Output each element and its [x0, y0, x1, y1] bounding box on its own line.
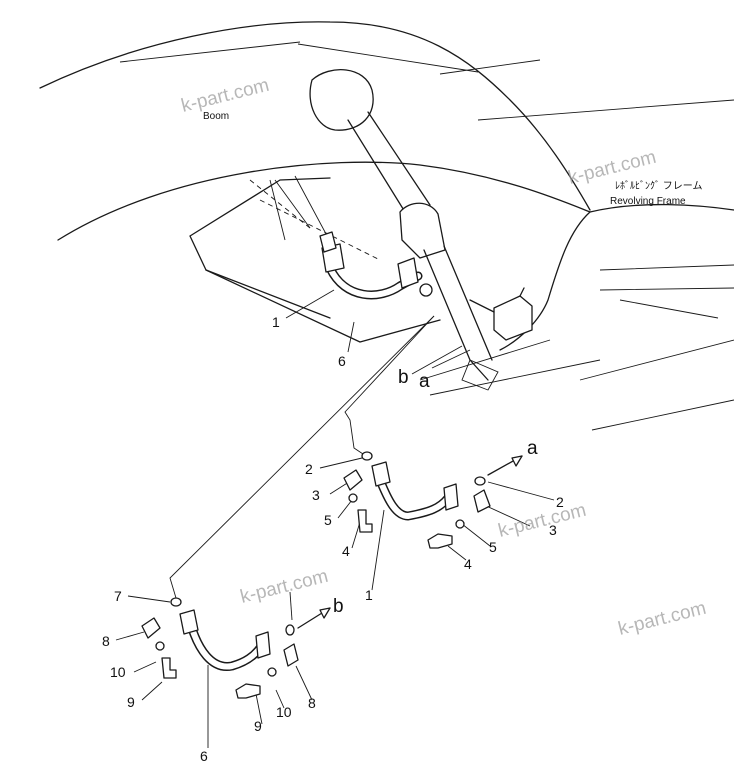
revolving-frame-outline — [57, 161, 734, 431]
o-ring-2-left — [361, 451, 373, 461]
arrow-a-head — [511, 455, 523, 467]
watermark: k-part.com — [496, 500, 588, 542]
o-ring-bottom — [285, 624, 295, 636]
letter-a-bottom: a — [527, 438, 538, 459]
callout-9: 9 — [127, 694, 135, 710]
callout-3: 3 — [312, 487, 320, 503]
callout-4: 4 — [464, 556, 472, 572]
letter-a-top: a — [419, 371, 430, 392]
bolt-9-left — [161, 657, 177, 679]
hose-1-exploded — [371, 461, 459, 521]
split-flange-8-left — [141, 617, 161, 639]
split-flange-3-right — [473, 489, 491, 513]
callout-8: 8 — [308, 695, 316, 711]
callout-6: 6 — [338, 353, 346, 369]
callout-5: 5 — [324, 512, 332, 528]
bolt-9-bottom — [235, 683, 261, 699]
callout-10: 10 — [110, 664, 126, 680]
washer-5-left — [348, 493, 358, 503]
frame-label-jp: ﾚﾎﾞﾙﾋﾞﾝｸﾞ フレーム — [615, 180, 702, 192]
frame-label-en: Revolving Frame — [610, 196, 686, 207]
cylinder — [309, 69, 499, 391]
split-flange-8-bottom — [283, 643, 299, 667]
boom-label: Boom — [203, 111, 229, 122]
o-ring-7 — [170, 597, 182, 607]
washer-10-bottom — [267, 667, 277, 677]
callout-9: 9 — [254, 718, 262, 734]
letter-b-top: b — [398, 367, 409, 388]
boom-outline — [39, 21, 734, 211]
callout-2: 2 — [556, 494, 564, 510]
callout-8: 8 — [102, 633, 110, 649]
hose-6-exploded — [179, 609, 271, 671]
split-flange-3-left — [343, 469, 363, 491]
callout-10: 10 — [276, 704, 292, 720]
callout-4: 4 — [342, 543, 350, 559]
washer-10-left — [155, 641, 165, 651]
arrow-b-head — [319, 607, 331, 619]
callout-7: 7 — [114, 588, 122, 604]
letter-b-bottom: b — [333, 596, 344, 617]
hose-top-installed — [274, 179, 433, 300]
callout-1: 1 — [365, 587, 373, 603]
arrow-b-top — [411, 345, 463, 375]
bracket-housing — [189, 175, 441, 343]
washer-5-right — [455, 519, 465, 529]
callout-5: 5 — [489, 539, 497, 555]
watermark: k-part.com — [616, 598, 708, 640]
watermark: k-part.com — [238, 566, 330, 608]
leader-lines — [115, 289, 555, 748]
callout-2: 2 — [305, 461, 313, 477]
callout-1: 1 — [272, 314, 280, 330]
arrow-a-top — [431, 349, 471, 369]
callout-6: 6 — [200, 748, 208, 763]
o-ring-2-right — [474, 476, 486, 486]
callout-3: 3 — [549, 522, 557, 538]
valve-block — [469, 287, 533, 341]
bolt-4-left — [357, 509, 373, 533]
bolt-4-right — [427, 533, 453, 549]
